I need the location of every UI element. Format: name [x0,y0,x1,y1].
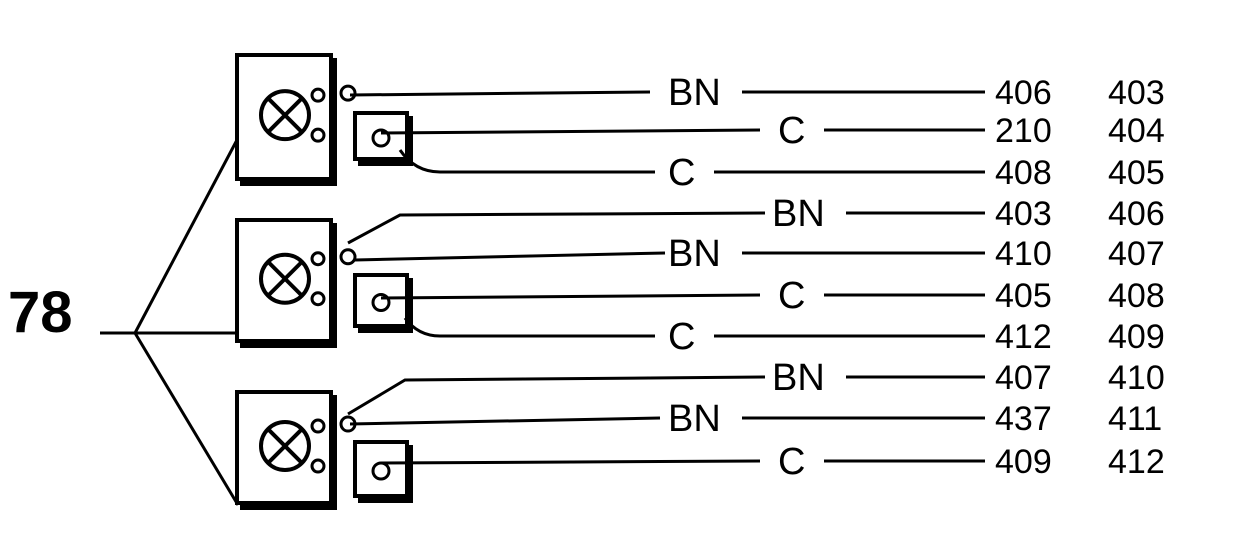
wire-row: BN 410 407 [354,233,1165,275]
wire-number: 210 [995,112,1052,150]
wire-row: C 405 408 [380,275,1165,317]
wire-row: BN 407 410 [347,357,1165,416]
component-ref-label: 78 [8,280,73,345]
wire-row: C 409 412 [380,441,1165,483]
terminal-icon [310,127,326,143]
wire-number: 405 [995,277,1052,315]
wire-color-label: BN [668,398,721,440]
lamp-bulb-icon [259,89,311,142]
wire-row: BN 437 411 [349,398,1162,440]
wire-number: 437 [995,400,1052,438]
row-index: 405 [1108,154,1165,192]
row-index: 404 [1108,112,1165,150]
terminal-icon [310,87,326,103]
wire-line [380,459,761,465]
switch-icon [353,111,413,166]
lamp-unit [235,390,413,510]
row-index: 411 [1108,400,1162,438]
wire-line [349,90,651,97]
row-index: 410 [1108,359,1165,397]
wire-color-label: BN [772,193,825,235]
wire-line [354,251,666,262]
wire-number: 406 [995,74,1052,112]
terminal-icon [339,248,357,266]
wire-line [398,149,655,174]
wire-color-label: BN [668,72,721,114]
lamp-bulb-icon [259,420,311,473]
wire-color-label: C [778,441,805,483]
switch-icon [353,440,413,503]
terminal-icon [310,291,326,307]
wire-row: BN 403 406 [347,193,1165,245]
row-index: 408 [1108,277,1165,315]
wire-color-label: C [778,110,805,152]
wire-row: C 412 409 [403,316,1165,358]
terminal-icon [310,251,326,267]
wire-line [349,416,661,426]
terminal-icon [310,418,326,434]
wire-line [347,211,766,245]
wire-color-label: C [668,152,695,194]
wire-number: 408 [995,154,1052,192]
row-index: 406 [1108,195,1165,233]
wire-color-label: C [668,316,695,358]
wire-row: C 210 404 [380,110,1165,152]
lamp-unit [235,218,413,348]
switch-icon [353,273,413,333]
terminal-icon [339,84,357,102]
wire-number: 412 [995,318,1052,356]
lamp-unit [235,53,413,186]
wire-number: 403 [995,195,1052,233]
wire-number: 410 [995,235,1052,273]
wire-line [380,293,761,300]
feed-lines [100,137,240,506]
wire-color-label: C [778,275,805,317]
row-index: 403 [1108,74,1165,112]
row-index: 409 [1108,318,1165,356]
lamp-bulb-icon [259,252,311,305]
wire-number: 407 [995,359,1052,397]
terminal-icon [310,458,326,474]
row-index: 412 [1108,443,1165,481]
wire-color-label: BN [668,233,721,275]
wire-color-label: BN [772,357,825,399]
wire-row: BN 406 403 [349,72,1165,114]
wire-line [380,128,761,135]
wire-line [347,375,766,416]
wire-row: C 408 405 [398,149,1165,194]
wire-line [403,317,655,338]
wire-number: 409 [995,443,1052,481]
row-index: 407 [1108,235,1165,273]
